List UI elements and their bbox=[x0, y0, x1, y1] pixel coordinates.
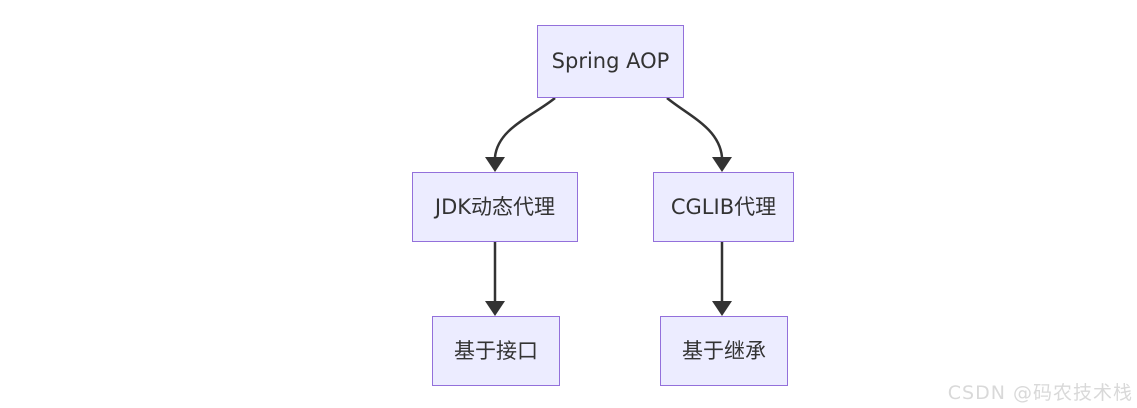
node-jdk-dynamic-proxy: JDK动态代理 bbox=[412, 172, 578, 242]
arrowhead-down-icon bbox=[485, 157, 505, 172]
node-inheritance-based: 基于继承 bbox=[660, 316, 788, 386]
node-interface-based: 基于接口 bbox=[432, 316, 560, 386]
edge-spring-aop-to-cglib-proxy bbox=[666, 97, 724, 158]
arrowhead-down-icon bbox=[712, 301, 732, 316]
arrowhead-down-icon bbox=[485, 301, 505, 316]
edge-spring-aop-to-jdk-proxy bbox=[493, 97, 556, 158]
csdn-watermark: CSDN @码农技术栈 bbox=[947, 382, 1133, 404]
arrowhead-down-icon bbox=[712, 157, 732, 172]
node-cglib-proxy: CGLIB代理 bbox=[653, 172, 794, 242]
node-spring-aop: Spring AOP bbox=[537, 25, 684, 98]
